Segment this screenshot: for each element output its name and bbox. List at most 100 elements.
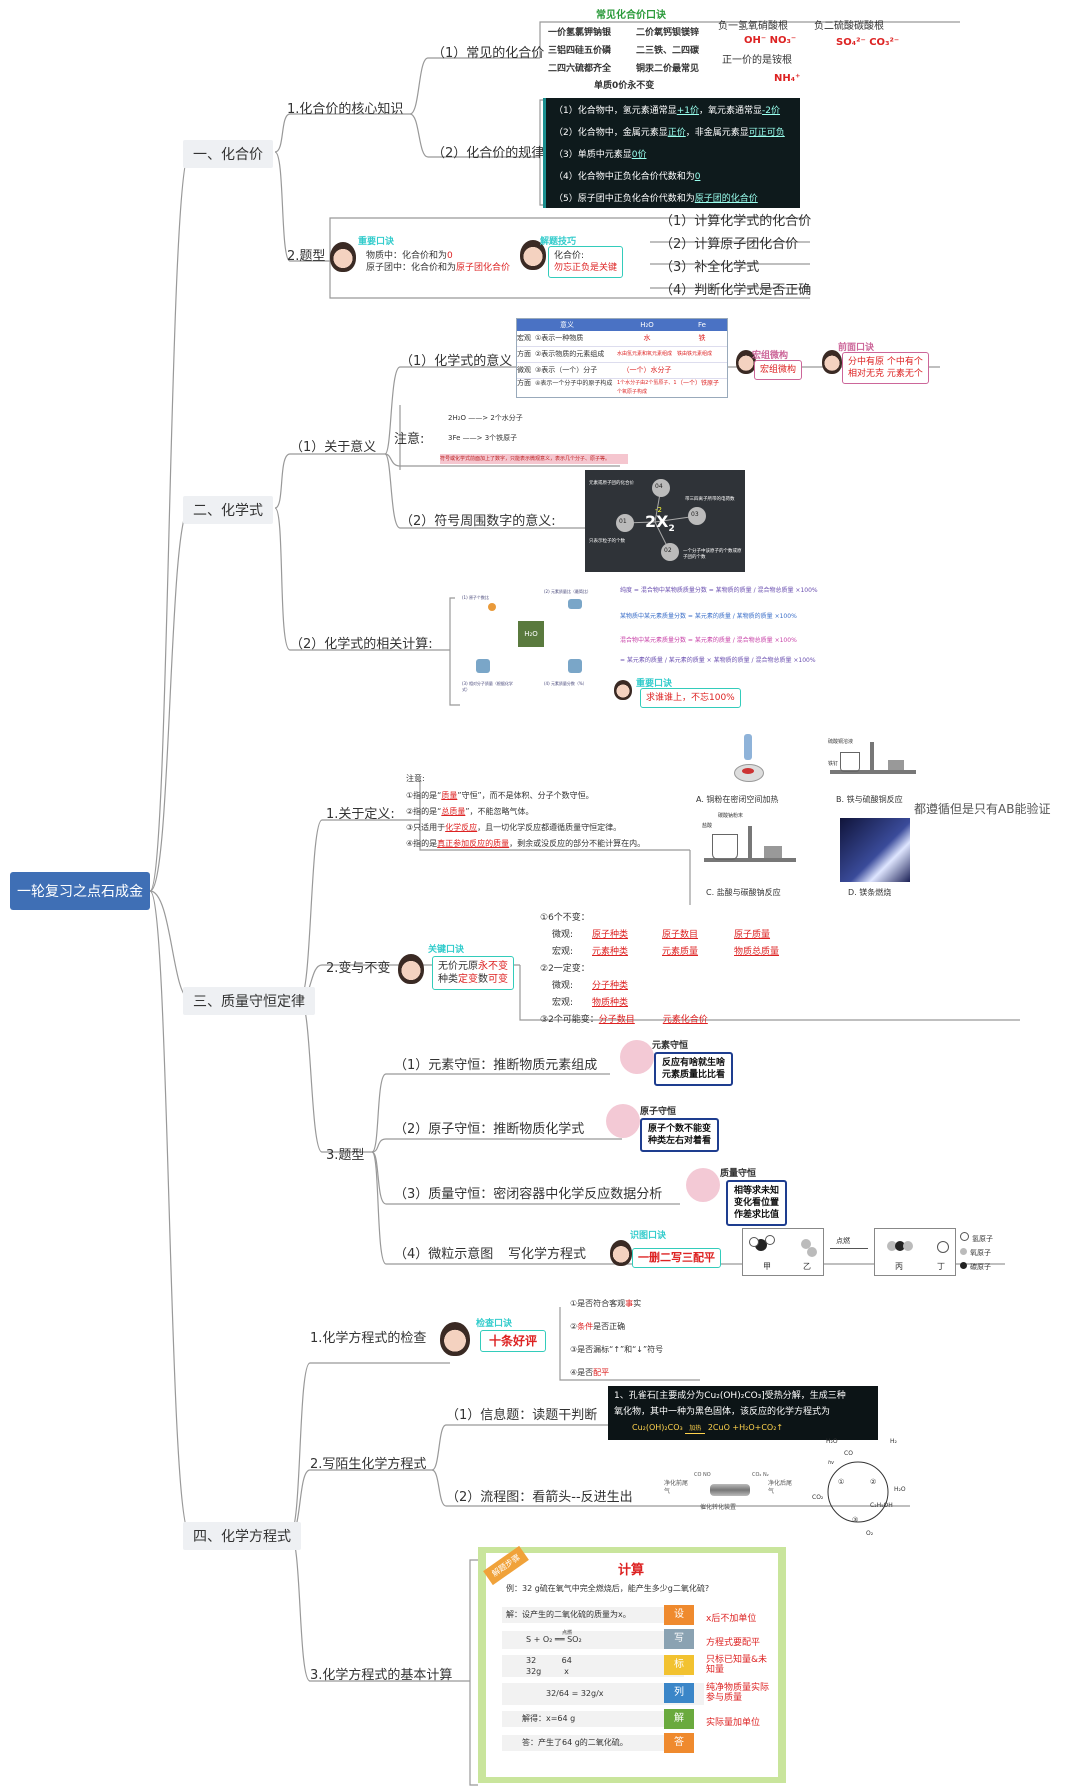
cycle-species: H₂ bbox=[890, 1438, 897, 1445]
legend-item: 氢原子 bbox=[960, 1232, 993, 1246]
calc-step-chip: 设 bbox=[664, 1605, 694, 1625]
neg1-ions: OH⁻ NO₃⁻ bbox=[744, 35, 797, 46]
rule-line: （5）原子团中正负化合价代数和为原子团的化合价 bbox=[554, 194, 758, 204]
hydrogen-atom bbox=[749, 1237, 759, 1247]
change-heading: ①6个不变： bbox=[540, 913, 590, 923]
teacher-avatar bbox=[736, 350, 756, 374]
type-item[interactable]: （1）计算化学式的化合价 bbox=[660, 214, 812, 229]
experiment-d-photo bbox=[840, 818, 910, 882]
type-element-conservation[interactable]: （1）元素守恒：推断物质元素组成 bbox=[394, 1058, 598, 1073]
cartoon-avatar bbox=[686, 1168, 720, 1202]
balance-icon bbox=[830, 770, 916, 774]
node-formula-meaning[interactable]: （1）化学式的意义 bbox=[400, 354, 513, 369]
flask-icon bbox=[712, 834, 738, 860]
tip-head: 解题技巧 bbox=[540, 237, 577, 247]
hydrogen-atom bbox=[765, 1235, 775, 1245]
tip-head: 前面口诀 bbox=[838, 343, 875, 353]
node-formula-calc[interactable]: （2）化学式的相关计算: bbox=[290, 637, 433, 652]
calc-step-note: 纯净物质量实际参与质量 bbox=[706, 1683, 770, 1703]
info-question-panel: 1、孔雀石[主要成分为Cu₂(OH)₂CO₃]受热分解，生成三种 氧化物，其中一… bbox=[608, 1386, 878, 1440]
symbol-superscript: -2 bbox=[655, 506, 662, 514]
rhyme-line: 二三铁、二四碳 bbox=[636, 46, 700, 56]
neg2-title: 负二硫酸碳酸根 bbox=[814, 21, 884, 32]
cycle-species: CO₂ bbox=[812, 1494, 824, 1501]
node-mass-types[interactable]: 3.题型 bbox=[326, 1148, 365, 1163]
experiment-a-label: A. 铜粉在密闭空间加热 bbox=[696, 795, 779, 804]
rule-line: （3）单质中元素显0价 bbox=[554, 150, 647, 160]
flow-input-gas: CO NO bbox=[694, 1472, 711, 1478]
calc-condition: 点燃 bbox=[562, 1630, 573, 1636]
calc-corner-4: (4) 元素质量分数（%） bbox=[544, 681, 587, 686]
node-flow-chart[interactable]: （2）流程图：看箭头--反进生出 bbox=[446, 1490, 633, 1505]
node-core-knowledge[interactable]: 1.化合价的核心知识 bbox=[287, 102, 404, 117]
oxygen-atom bbox=[807, 1247, 817, 1257]
calc-step-row: 32 64 32g x bbox=[502, 1655, 684, 1677]
node-definition[interactable]: 1.关于定义: bbox=[326, 807, 395, 822]
species-label: 甲 bbox=[763, 1262, 771, 1271]
symbol-connectors bbox=[616, 479, 706, 561]
calc-step-note: 实际量加单位 bbox=[706, 1718, 761, 1728]
formula-element-fraction: 某物质中某元素质量分数 = 某元素的质量 / 某物质的质量 ×100% bbox=[620, 613, 797, 620]
root-node[interactable]: 一轮复习之点石成金 bbox=[10, 872, 150, 910]
tip-head: 检查口诀 bbox=[476, 1319, 513, 1329]
node-write-equation[interactable]: 写化学方程式 bbox=[508, 1247, 587, 1262]
tip-head: 关键口诀 bbox=[428, 945, 465, 955]
category-valence[interactable]: 一、化合价 bbox=[183, 140, 273, 168]
type-atom-conservation[interactable]: （2）原子守恒：推断物质化学式 bbox=[394, 1122, 585, 1137]
reaction-cycle-diagram: H₂O CO H₂ CO₂ C₂H₅OH H₂O O₂ ① ② ③ hv bbox=[808, 1438, 908, 1540]
experiment-c-apparatus: 盐酸 碳酸钠粉末 bbox=[702, 812, 796, 884]
type-item[interactable]: （3）补全化学式 bbox=[660, 260, 760, 275]
tip-particle-rhyme: 一删二写三配平 bbox=[632, 1248, 721, 1268]
node-basic-calc[interactable]: 3.化学方程式的基本计算 bbox=[310, 1668, 453, 1683]
type-item[interactable]: （2）计算原子团化合价 bbox=[660, 237, 799, 252]
node-info-question[interactable]: （1）信息题：读题干判断 bbox=[446, 1408, 598, 1423]
tip-element-conservation: 反应有啥就生啥元素质量比比看 bbox=[654, 1052, 734, 1086]
cycle-step: ① bbox=[838, 1478, 845, 1486]
products-box: 丙 丁 bbox=[874, 1228, 956, 1276]
calc-step-note: 只标已知量&未知量 bbox=[706, 1655, 768, 1675]
change-micro-row: 微观:原子种类原子数目原子质量 bbox=[552, 930, 771, 940]
node-common-valence[interactable]: （1）常见的化合价 bbox=[432, 46, 545, 61]
symbol-text-03: 带三四离子所带的电荷数 bbox=[685, 497, 735, 502]
cartoon-avatar bbox=[606, 1104, 640, 1138]
experiment-c-label: C. 盐酸与碳酸钠反应 bbox=[706, 888, 781, 897]
symbol-diagram: 04 03 02 01 2X2 -2 元素或原子团的化合价 带三四离子所带的电荷… bbox=[585, 470, 745, 572]
node-valence-rules[interactable]: （2）化合价的规律 bbox=[432, 146, 545, 161]
def-item: ②指的是“总质量”，不能忽略气体。 bbox=[406, 807, 534, 816]
category-formula[interactable]: 二、化学式 bbox=[183, 496, 273, 524]
balance-post-icon bbox=[870, 742, 874, 772]
neg1-title: 负一氢氧硝酸根 bbox=[718, 21, 788, 32]
symbol-center: 2X2 bbox=[645, 512, 675, 535]
experiment-b-label: B. 铁与硫酸铜反应 bbox=[836, 795, 903, 804]
tip-head: 元素守恒 bbox=[652, 1041, 689, 1051]
teacher-avatar bbox=[440, 1322, 470, 1356]
tip-change-rhyme: 无价元原永不变 种类定变数可变 bbox=[432, 956, 514, 990]
type-item[interactable]: （4）判断化学式是否正确 bbox=[660, 283, 812, 298]
balance-post-icon bbox=[748, 826, 752, 860]
node-change-invariance[interactable]: 2.变与不变 bbox=[326, 961, 391, 976]
category-mass-conservation[interactable]: 三、质量守恒定律 bbox=[183, 987, 315, 1015]
node-write-unfamiliar[interactable]: 2.写陌生化学方程式 bbox=[310, 1457, 427, 1472]
node-note[interactable]: 注意: bbox=[394, 432, 425, 447]
node-about-meaning[interactable]: （1）关于意义 bbox=[290, 440, 377, 455]
node-equation-check[interactable]: 1.化学方程式的检查 bbox=[310, 1331, 427, 1346]
category-chemical-equation[interactable]: 四、化学方程式 bbox=[183, 1522, 301, 1550]
reaction-arrow bbox=[830, 1248, 868, 1249]
cartoon-avatar bbox=[620, 1040, 654, 1074]
cycle-light: hv bbox=[828, 1460, 835, 1466]
calc-corner-2: (2) 元素质量比（最简比） bbox=[544, 589, 591, 594]
atom-icon bbox=[488, 603, 496, 611]
formula-purity: 纯度 = 混合物中某物质质量分数 = 某物质的质量 / 混合物总质量 ×100% bbox=[620, 587, 818, 594]
check-item: ③是否漏标“↑”和“↓”符号 bbox=[570, 1345, 664, 1354]
node-question-types[interactable]: 2.题型 bbox=[287, 249, 326, 264]
calc-step-row: 32/64 = 32g/x bbox=[502, 1683, 704, 1705]
type-particle-diagram[interactable]: （4）微粒示意图 bbox=[394, 1247, 494, 1262]
cycle-species: CO bbox=[844, 1450, 853, 1457]
info-equation: Cu₂(OH)₂CO₃ 加热 2CuO +H₂O+CO₂↑ bbox=[632, 1423, 784, 1434]
calc-formulas: 纯度 = 混合物中某物质质量分数 = 某物质的质量 / 混合物总质量 ×100%… bbox=[620, 585, 860, 685]
catalytic-converter-diagram: 净化前尾气 CO NO 催化转化装置 CO₂ N₂ 净化后尾气 bbox=[664, 1472, 796, 1522]
symbol-text-01: 只表示粒子的个数 bbox=[589, 539, 625, 544]
type-closed-container[interactable]: （3）质量守恒：密闭容器中化学反应数据分析 bbox=[394, 1187, 663, 1202]
check-item: ②条件是否正确 bbox=[570, 1322, 626, 1331]
node-symbol-numbers[interactable]: （2）符号周围数字的意义: bbox=[400, 514, 556, 529]
